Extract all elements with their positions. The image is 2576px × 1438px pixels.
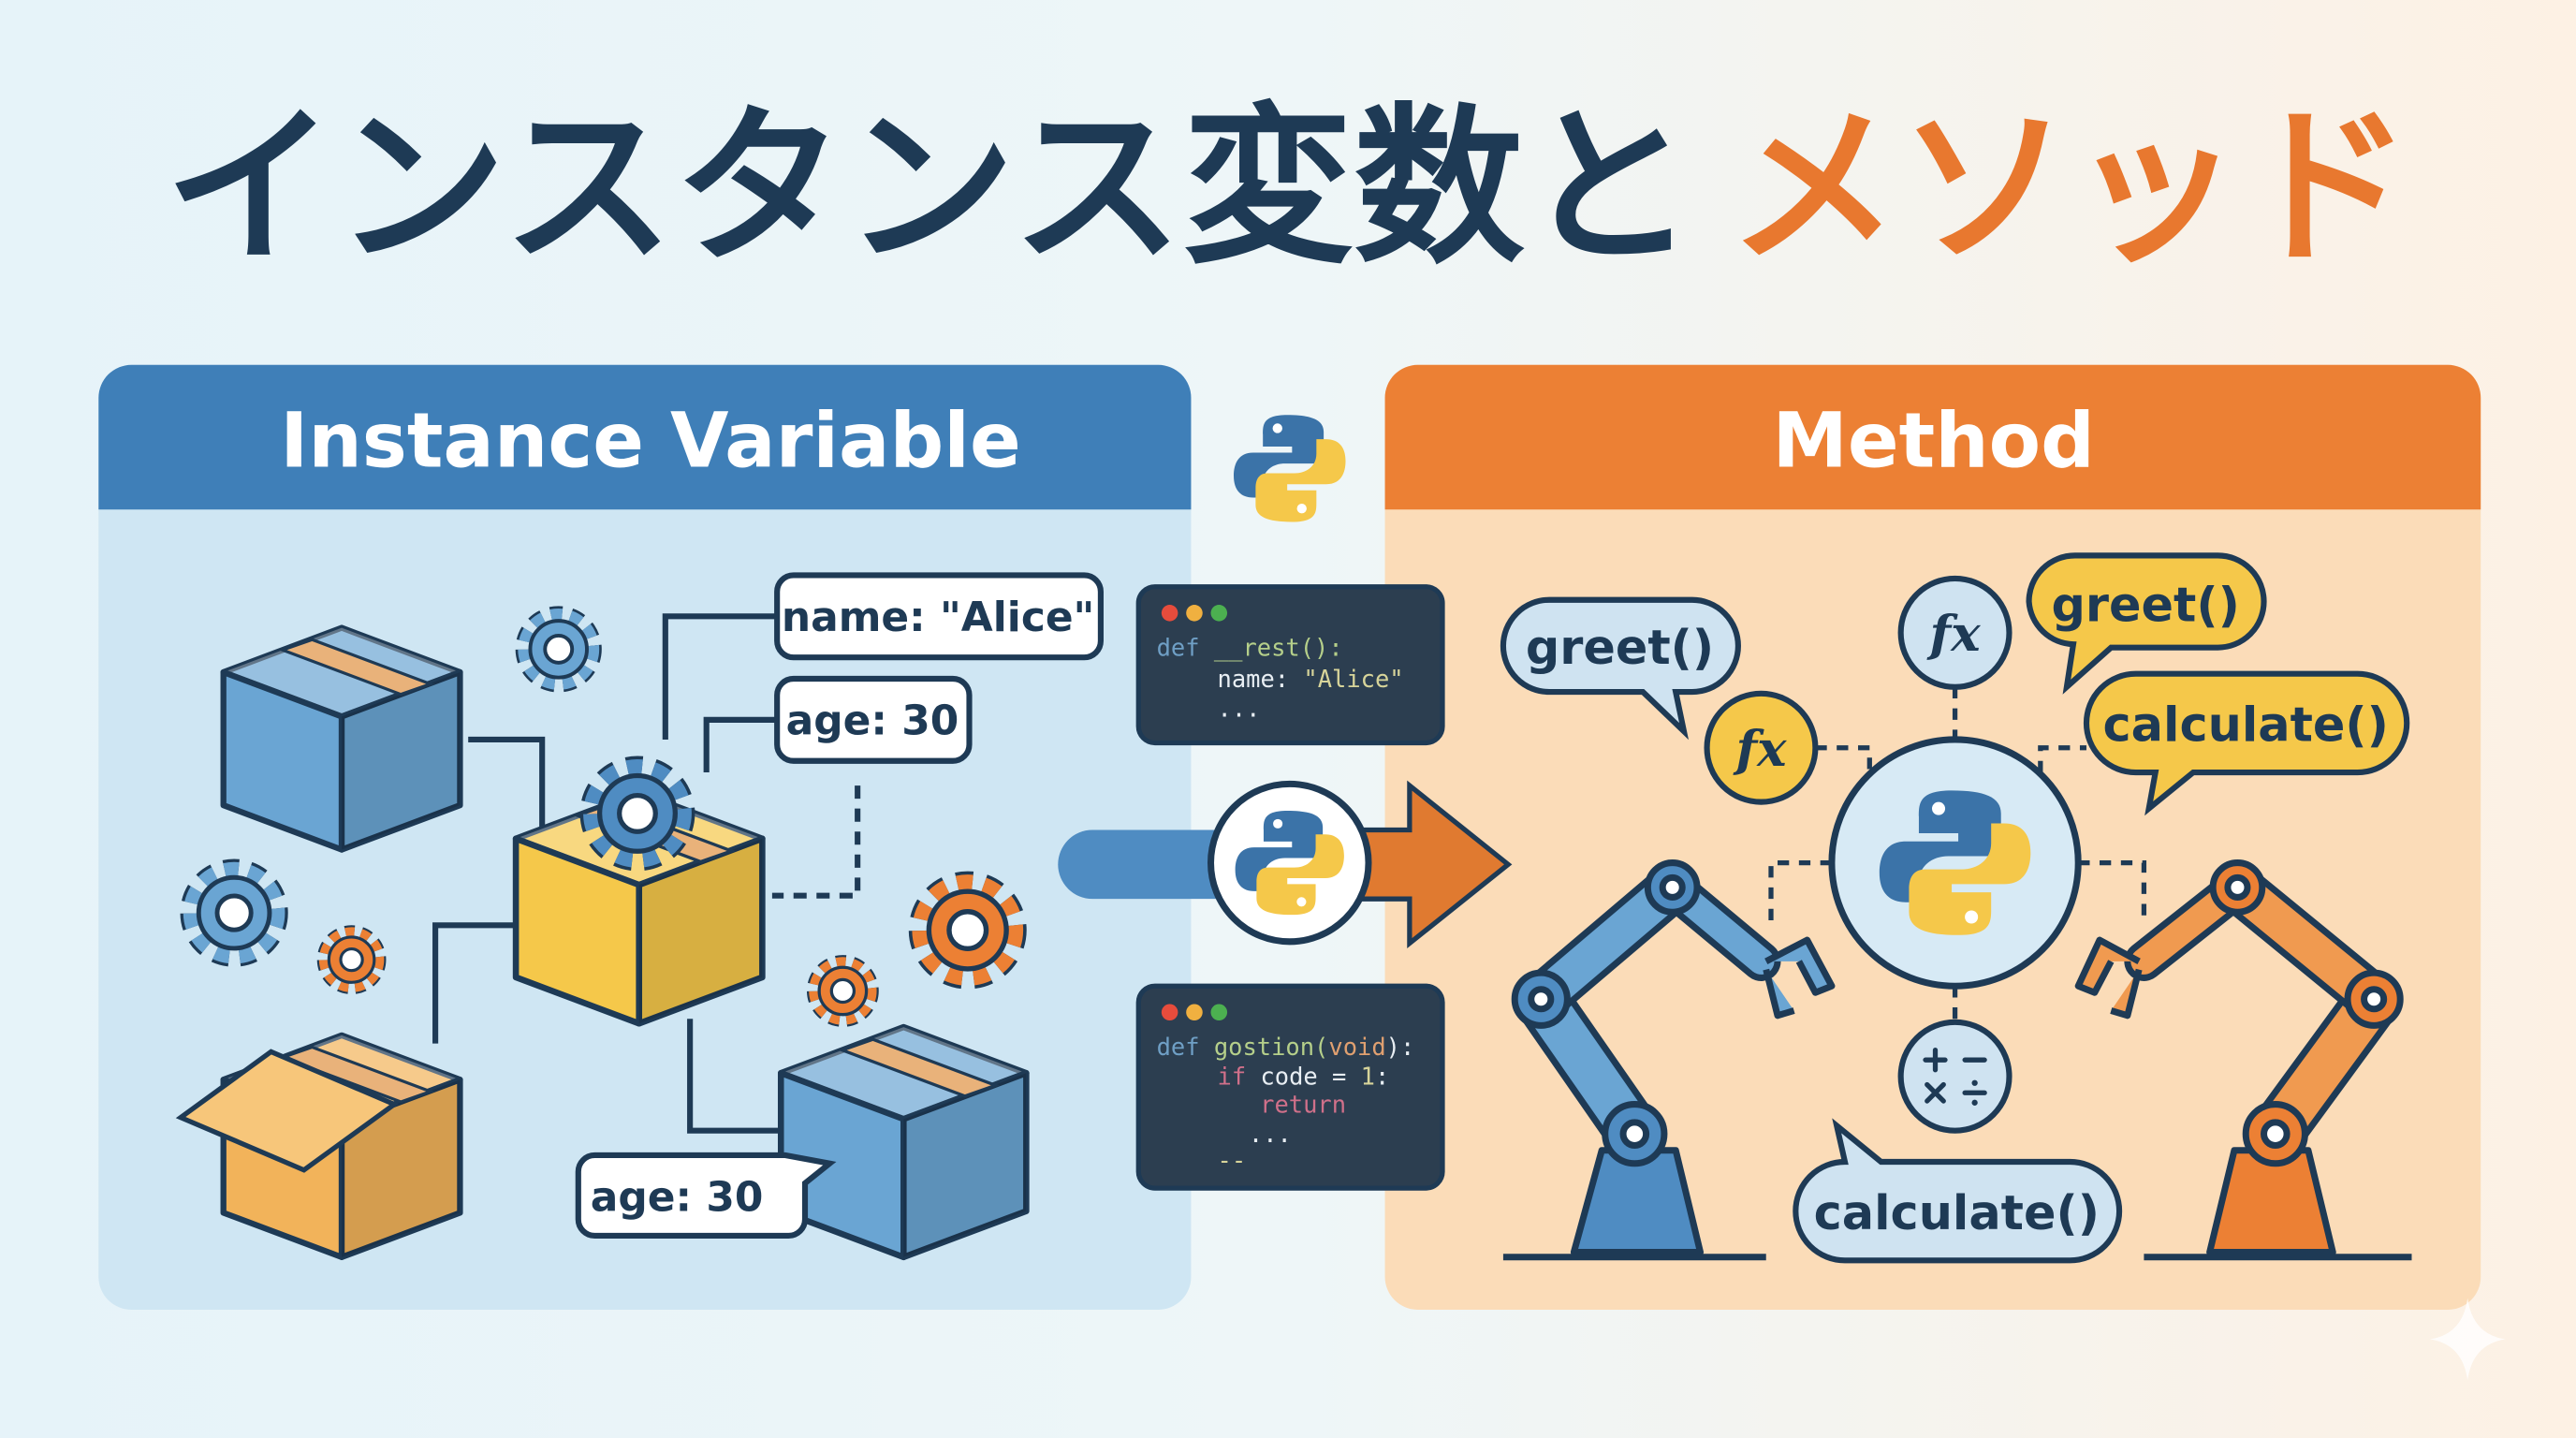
fx-icon: fx [1897,575,2012,690]
code-text: name: [1218,665,1290,693]
bubble-text: age: 30 [591,1174,764,1222]
method-header: Method [1773,398,2095,486]
code-text: ... [1249,1120,1292,1148]
bubble-greet-2: greet() [2026,552,2267,695]
code-string: "Alice" [1303,665,1403,693]
code-keyword: def [1157,1033,1200,1061]
window-maximize-dot [1210,1004,1228,1021]
python-hub [1828,736,2082,990]
sparkle-icon [2429,1298,2506,1381]
box-icon [781,1027,1026,1257]
bubble-greet: greet() [1500,596,1741,741]
python-logo-icon [1234,415,1346,522]
code-text: ... [1218,694,1261,722]
window-minimize-dot [1186,605,1203,622]
bubble-text: calculate() [1814,1186,2100,1241]
bubble-calculate: calculate() [2083,670,2410,816]
title-accent: メソッド [1728,89,2411,287]
dashed-connectors [1768,686,2147,1022]
connector-lines [432,613,861,1134]
code-text: ): [1386,1033,1415,1061]
bubble-age: age: 30 [774,675,973,764]
code-text: code = [1260,1063,1360,1091]
code-number: 1 [1361,1063,1375,1091]
bubble-age-2: age: 30 [575,1152,837,1240]
bubble-text: greet() [2051,579,2239,634]
svg-text:def __rest():: def __rest(): [1157,633,1343,661]
instance-variable-header: Instance Variable [280,398,1020,486]
bubble-text: age: 30 [786,697,959,745]
code-keyword: def [1157,633,1200,661]
code-text: -- [1218,1146,1247,1174]
svg-text:if code = 1:: if code = 1: [1218,1063,1390,1091]
bubble-text: name: "Alice" [782,594,1095,641]
fx-label: fx [1732,721,1787,778]
svg-text:def gostion(void):: def gostion(void): [1157,1033,1415,1061]
flow-arrow [1058,780,1513,949]
box-flap [175,1049,400,1173]
code-arg: void [1328,1033,1385,1061]
bubble-name: name: "Alice" [774,572,1104,661]
page-title: インスタンス変数とメソッド [165,89,2412,287]
robot-arm-right-icon [2074,859,2412,1261]
bubble-text: greet() [1526,621,1714,676]
fx-label: fx [1926,606,1982,663]
bubble-text: calculate() [2103,698,2389,754]
code-keyword: if [1218,1063,1247,1091]
code-window-top: def __rest(): name: "Alice" ... [1135,584,1445,746]
code-window-bottom: def gostion(void): if code = 1: return .… [1135,983,1445,1191]
code-text: : [1375,1063,1389,1091]
fx-icon: fx [1704,690,1819,805]
box-icon [224,628,461,850]
title-main: インスタンス変数と [165,89,1695,287]
window-close-dot [1161,605,1178,622]
robot-arm-left-icon [1502,859,1836,1261]
bubble-calculate-2: calculate() [1793,1118,2123,1264]
window-minimize-dot [1186,1004,1203,1021]
code-function: __rest(): [1214,633,1343,661]
code-function: gostion( [1214,1033,1329,1061]
code-keyword: return [1260,1090,1346,1118]
method-panel: Method [1384,364,2481,1310]
window-close-dot [1161,1004,1178,1021]
window-maximize-dot [1210,605,1228,622]
svg-text:name: "Alice": name: "Alice" [1218,665,1404,693]
calculator-icon [1897,1019,2012,1134]
instance-variable-panel: Instance Variable name: "Alice" age: 30 … [98,364,1192,1310]
